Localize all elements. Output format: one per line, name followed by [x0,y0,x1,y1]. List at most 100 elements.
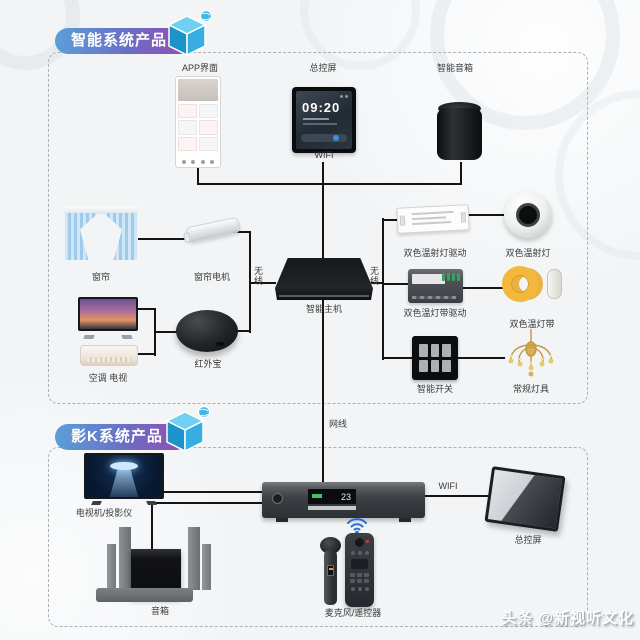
cinema-screen-label: 总控屏 [514,535,542,545]
amplifier-image: 23 [262,482,425,522]
connector [468,214,505,216]
watermark: 头条 @新视听文化 [501,610,634,627]
connector [138,353,156,355]
tv-image [78,297,138,339]
tower-speaker [188,527,200,590]
remote-keys [350,573,369,583]
cinema-tv-label: 电视机/投影仪 [75,508,133,518]
connector [424,495,490,497]
amp-display: 23 [308,489,356,504]
chandelier-image [508,329,554,377]
driver-terminals [442,273,460,281]
smart-switch-label: 智能开关 [416,384,453,394]
wireless-label-left: 无线 [253,266,263,286]
connector [197,168,199,184]
curtain-valance [64,206,138,214]
cube-icon [165,405,211,453]
tv-leg [146,501,157,505]
strip-ring [502,266,538,302]
app-label: APP界面 [181,63,218,73]
main-screen-label: 总控屏 [309,63,337,73]
connector [383,283,409,285]
spotlight-image [504,191,552,238]
speakers-label: 音箱 [150,606,169,616]
remote-image [345,533,374,607]
app-phone-image [175,76,221,168]
connector [138,238,188,240]
microphone-image [320,537,341,607]
connector [322,300,324,485]
ufo-beam [108,465,140,497]
ufo [110,462,138,470]
connector [154,331,178,333]
surround-speaker [107,544,116,590]
app-header-image [178,79,218,101]
driver-ports [412,296,456,299]
curtain-panel-left [65,213,99,260]
remote-dot-row [350,587,369,591]
connector [230,231,251,233]
app-card [178,136,197,151]
weather-text-bar [303,123,337,125]
smart-section-box [48,52,588,404]
screen-clock: 09:20 [302,100,341,115]
connector [138,308,156,310]
cinema-section-box [48,447,588,627]
cube-icon [167,9,213,57]
curtain-motor-label: 窗帘电机 [193,272,230,282]
lan-label: 网线 [329,419,348,429]
tv-leg [121,335,133,339]
status-dots [340,95,348,98]
speaker-body [437,108,482,160]
weather-text-bar [303,118,329,120]
strip-driver-label: 双色温灯带驱动 [403,308,467,318]
connector [382,218,384,360]
connector [457,357,505,359]
curtain-image [64,206,138,260]
control-screen-display: 09:20 [296,91,352,149]
slider-dot [333,135,339,141]
amp-display-bar [312,494,322,498]
tv-leg [83,335,95,339]
amp-foot [276,518,288,522]
remote-dpad [351,559,368,569]
tv-leg [91,501,102,505]
led-strip-label: 双色温灯带 [509,319,555,329]
smart-host-image [275,258,373,300]
soundbar [96,588,193,602]
driver-sticker [412,274,445,284]
connector [322,162,324,259]
amp-foot [399,518,411,522]
connector [371,282,384,284]
smart-host-label: 智能主机 [305,304,342,314]
tv-screen [78,297,138,331]
app-card [178,104,197,119]
chandelier-label: 常规灯具 [512,384,549,394]
wireless-label-right: 无线 [369,266,379,286]
smart-switch-image [412,336,458,380]
ir-blaster-label: 红外宝 [194,359,222,369]
app-card [178,120,197,135]
spot-driver-label: 双色温射灯驱动 [403,248,467,258]
mic-head [320,537,341,554]
connector [460,162,462,185]
wifi-label-bottom: WIFI [438,481,458,491]
connector [151,502,262,504]
mic-body [324,550,337,605]
strip-end-cap [547,269,562,299]
curtain-panel-right [103,213,137,260]
ir-blaster-image [176,310,238,352]
surround-speaker [202,544,211,590]
wifi-signal-icon [347,518,367,535]
connector [146,491,262,493]
tower-speaker [119,527,131,590]
cinema-control-screen [484,466,566,532]
wifi-label-top: WIFI [314,150,334,160]
connector [236,330,251,332]
app-card [199,136,218,151]
remote-dot-row [350,551,369,555]
connector [383,219,398,221]
strip-driver-image [408,269,463,303]
led-strip-image [502,264,562,304]
